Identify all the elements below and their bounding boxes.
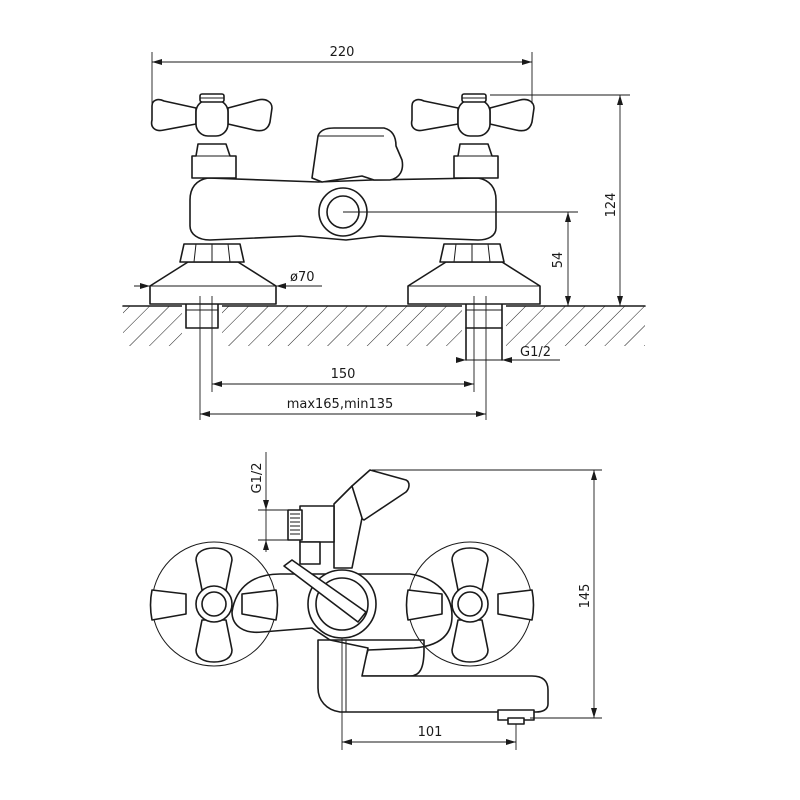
dim-height-145: 145: [372, 469, 602, 719]
dim-thread-side-label: G1/2: [250, 463, 265, 494]
dim-range-label: max165,min135: [287, 397, 394, 412]
dim-flange-70: ø70: [134, 270, 322, 300]
dim-spout-101: 101: [341, 638, 517, 750]
diverter-knob[interactable]: [283, 559, 377, 639]
dim-outlet-54: 54: [343, 211, 578, 306]
spout: [317, 639, 549, 713]
front-view: 220 124 54 ø70: [122, 45, 646, 420]
dim-side-height-label: 145: [578, 584, 593, 609]
dim-height-label: 124: [604, 193, 619, 218]
diverter-lever: [311, 127, 404, 183]
aerator: [497, 709, 535, 725]
right-valve-stem: [453, 143, 499, 179]
dim-thread-front-label: G1/2: [520, 345, 551, 360]
dim-centers-150: 150: [211, 296, 475, 392]
dim-outlet-label: 54: [551, 252, 566, 269]
dim-centers-label: 150: [331, 367, 356, 382]
left-hex-nut: [179, 243, 245, 263]
dim-range: max165,min135: [199, 296, 487, 420]
left-flange: [149, 261, 277, 305]
right-hex-nut: [439, 243, 505, 263]
dim-thread-side: G1/2: [250, 452, 292, 552]
side-right-cross-handle[interactable]: [405, 541, 535, 667]
left-cross-handle[interactable]: [150, 93, 273, 137]
dim-width-220: 220: [151, 45, 533, 104]
right-eccentric-connector: [465, 295, 503, 361]
dim-width-label: 220: [330, 45, 355, 60]
dim-height-124: 124: [490, 94, 630, 307]
shower-outlet: [287, 505, 335, 565]
dim-flange-label: ø70: [290, 270, 315, 285]
left-valve-stem: [191, 143, 237, 179]
dim-thread-front: G1/2: [456, 345, 560, 363]
right-cross-handle[interactable]: [410, 93, 535, 137]
side-view: G1/2 145 101: [149, 452, 602, 750]
dim-spout-label: 101: [418, 725, 443, 740]
shower-holder: [333, 469, 410, 569]
side-left-cross-handle[interactable]: [149, 541, 279, 667]
